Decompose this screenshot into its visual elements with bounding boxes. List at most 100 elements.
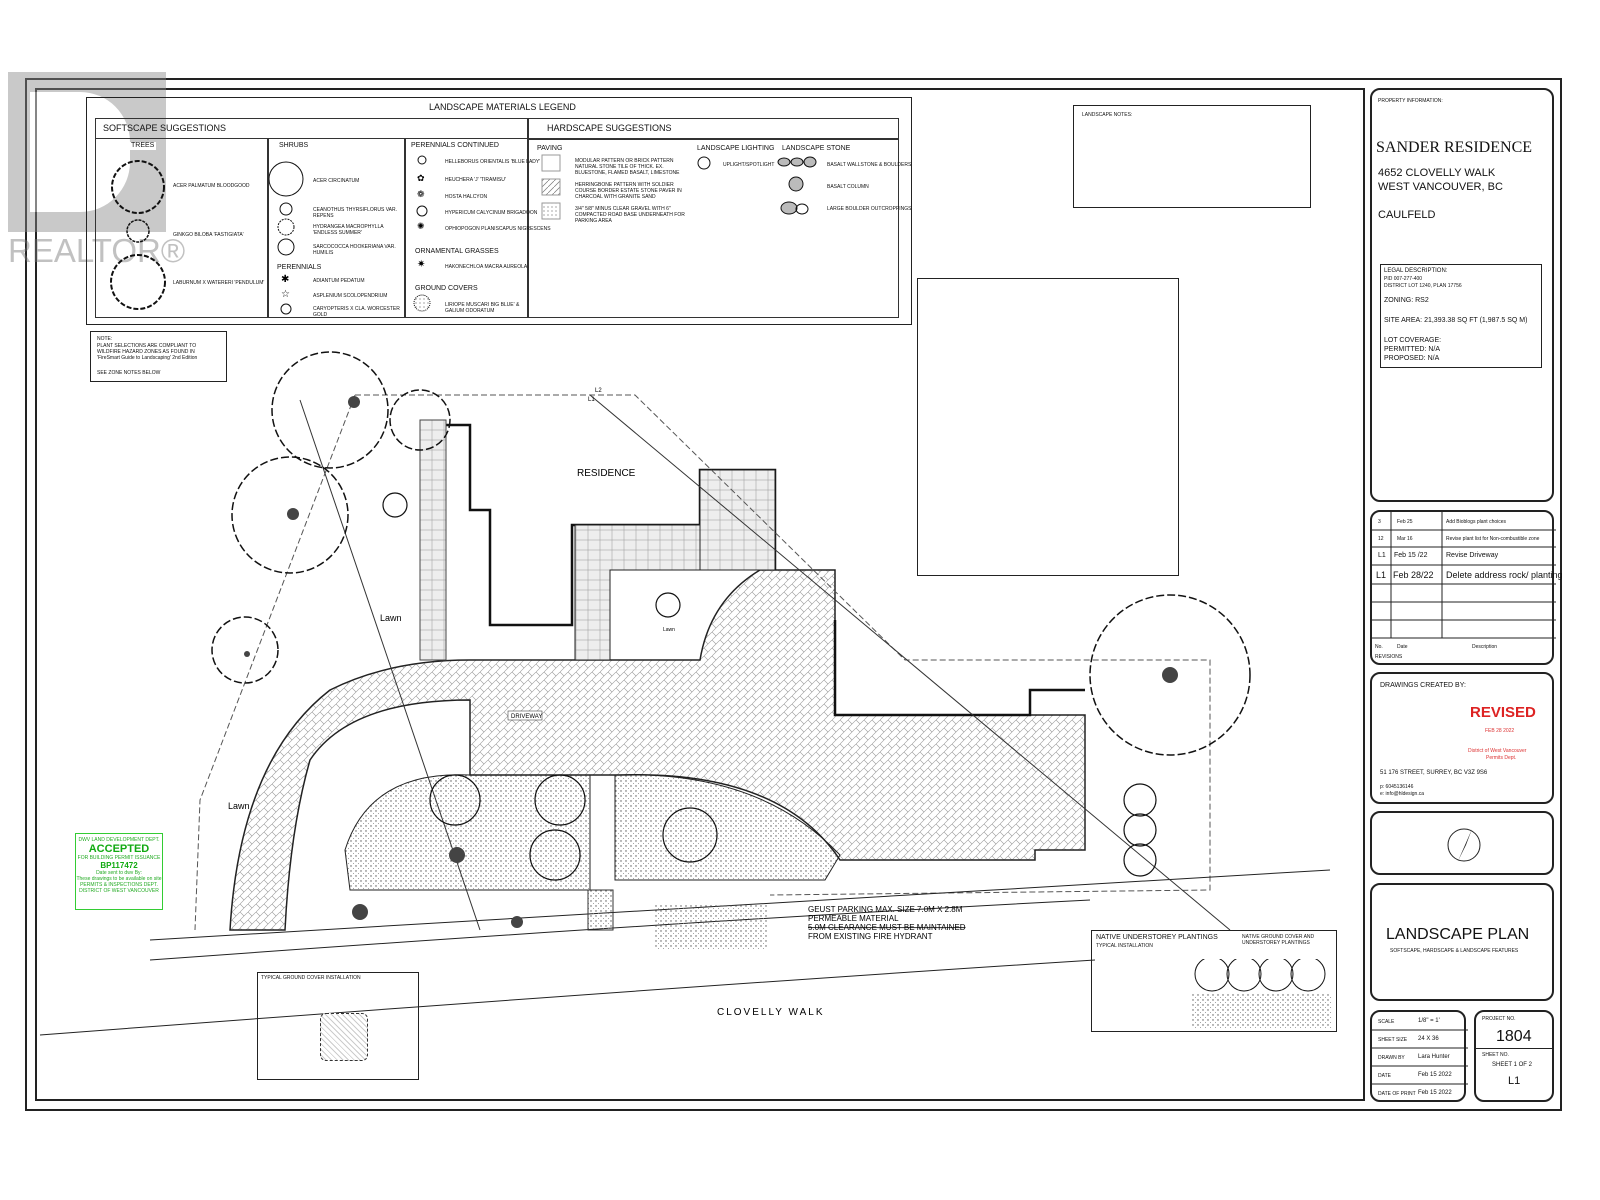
walkway bbox=[419, 419, 447, 661]
sheet-border bbox=[25, 78, 1562, 1111]
shrub-symbols bbox=[382, 492, 1157, 881]
shrub-item: SARCOCOCCA HOOKERIANA VAR. HUMILIS bbox=[313, 244, 396, 256]
revision-no: 3 bbox=[1378, 519, 1381, 525]
neighbourhood: CAULFELD bbox=[1378, 209, 1436, 221]
revisions-grid bbox=[1372, 512, 1556, 639]
perennial-item: HYPERICUM CALYCINUM BRIGADOON bbox=[445, 210, 538, 216]
lighting-header: LANDSCAPE LIGHTING bbox=[697, 145, 775, 152]
revised-date: FEB 28 2022 bbox=[1485, 728, 1515, 734]
revisions-table: 3 Feb 25 Add Bioblogs plant choices 12 M… bbox=[1370, 510, 1563, 665]
lighting-item: UPLIGHT/SPOTLIGHT bbox=[723, 162, 775, 168]
parking-note: 5.0M CLEARANCE MUST BE MAINTAINED bbox=[808, 923, 966, 932]
perennial-item: ASPLENIUM SCOLOPENDRIUM bbox=[313, 293, 388, 299]
paving-item: HERRINGBONE PATTERN WITH SOLDIER COURSE … bbox=[575, 182, 682, 200]
stamp-dept: DWV LAND DEVELOPMENT DEPT. bbox=[78, 837, 160, 843]
revision-date: Feb 25 bbox=[1397, 519, 1413, 525]
shrub-symbol-icon bbox=[277, 238, 295, 256]
flower-icon: ✿ bbox=[417, 173, 425, 183]
revision-desc: Add Bioblogs plant choices bbox=[1446, 519, 1507, 525]
property-marker: L2 bbox=[595, 388, 602, 394]
revision-no: L1 bbox=[1376, 570, 1387, 580]
parking-note: GEUST PARKING MAX. SIZE 7.0M X 2.8M bbox=[808, 905, 963, 914]
property-label: PROPERTY INFORMATION: bbox=[1378, 98, 1443, 104]
project-number: 1804 bbox=[1496, 1028, 1532, 1045]
sheet-number: SHEET 1 OF 2 bbox=[1492, 1062, 1532, 1068]
rev-no-header: No. bbox=[1375, 644, 1383, 650]
sheet-code: L1 bbox=[1508, 1075, 1521, 1087]
print-value: Feb 15 2022 bbox=[1418, 1090, 1452, 1096]
perennial-symbol-icon bbox=[417, 155, 427, 165]
perennial-symbol-icon bbox=[280, 303, 292, 315]
phone: p: 6045136146 bbox=[1380, 784, 1414, 790]
residence-name: SANDER RESIDENCE bbox=[1376, 139, 1533, 156]
native-callout: NATIVE GROUND COVER AND UNDERSTOREY PLAN… bbox=[1242, 934, 1315, 946]
created-label: DRAWINGS CREATED BY: bbox=[1380, 682, 1466, 689]
drawn-label: DRAWN BY bbox=[1378, 1055, 1405, 1061]
patio bbox=[574, 524, 701, 661]
north-arrow-icon bbox=[1447, 828, 1481, 862]
zoning: ZONING: RS2 bbox=[1384, 297, 1429, 304]
realtor-watermark: REALTOR® bbox=[8, 72, 185, 272]
revised-by: Permits Dept. bbox=[1486, 755, 1517, 761]
patio bbox=[699, 469, 776, 571]
perennial-item: ADIANTUM PEDATUM bbox=[313, 278, 365, 284]
stamp-line: These drawings to be available on site bbox=[76, 876, 162, 882]
softscape-title: SOFTSCAPE SUGGESTIONS bbox=[103, 123, 227, 133]
legal-box: LEGAL DESCRIPTION: PID 007-277-400 DISTR… bbox=[1380, 264, 1542, 368]
size-label: SHEET SIZE bbox=[1378, 1037, 1408, 1043]
guest-parking-area bbox=[655, 905, 767, 950]
scale-value: 1/8" = 1' bbox=[1418, 1018, 1440, 1024]
property-line bbox=[194, 394, 356, 931]
sheet-info-grid bbox=[1372, 1029, 1468, 1085]
project-info: PROJECT NO. 1804 SHEET NO. SHEET 1 OF 2 … bbox=[1474, 1010, 1554, 1102]
drawings-created-by: DRAWINGS CREATED BY: REVISED FEB 28 2022… bbox=[1370, 672, 1554, 804]
stone-item: BASALT WALLSTONE & BOULDERS bbox=[827, 162, 912, 168]
shrub-symbol-icon bbox=[277, 218, 295, 236]
drawing-border bbox=[35, 88, 1365, 1101]
groundcover-symbol-icon bbox=[413, 294, 431, 312]
size-value: 24 X 36 bbox=[1418, 1036, 1439, 1042]
street-edge bbox=[39, 959, 1096, 1036]
landscape-notes-label: LANDSCAPE NOTES: bbox=[1082, 112, 1133, 118]
groundcover-detail: TYPICAL GROUND COVER INSTALLATION bbox=[257, 972, 419, 1080]
paving-item: 3/4" 5/8" MINUS CLEAR GRAVEL WITH 6" COM… bbox=[575, 206, 685, 224]
revision-date: Feb 15 /22 bbox=[1394, 552, 1428, 559]
shrub-item: HYDRANGEA MACROPHYLLA 'ENDLESS SUMMER' bbox=[313, 224, 384, 236]
paving-swatch bbox=[541, 202, 561, 220]
groundcovers-header: GROUND COVERS bbox=[415, 285, 478, 292]
revisions-label: REVISIONS bbox=[1375, 654, 1403, 660]
planting-bed bbox=[344, 774, 591, 891]
sheet-title: LANDSCAPE PLAN bbox=[1386, 926, 1530, 943]
stone-item: LARGE BOULDER OUTCROPPINGS bbox=[827, 206, 912, 212]
native-subtitle: TYPICAL INSTALLATION bbox=[1096, 943, 1153, 949]
stamp-line: PERMITS & INSPECTIONS DEPT. bbox=[80, 882, 158, 888]
property-line bbox=[355, 394, 1211, 896]
native-planting-detail: NATIVE UNDERSTOREY PLANTINGS TYPICAL INS… bbox=[1091, 930, 1337, 1032]
tree-item: LABURNUM X WATERERI 'PENDULUM' bbox=[173, 280, 265, 286]
sheet-title-box: LANDSCAPE PLAN SOFTSCAPE, HARDSCAPE & LA… bbox=[1370, 883, 1554, 1001]
proposed: PROPOSED: N/A bbox=[1384, 355, 1440, 362]
stamp-line: DISTRICT OF WEST VANCOUVER bbox=[79, 888, 159, 894]
date-value: Feb 15 2022 bbox=[1418, 1072, 1452, 1078]
revision-date: Mar 16 bbox=[1397, 536, 1413, 542]
note-line: WILDFIRE HAZARD ZONES AS FOUND IN bbox=[97, 349, 195, 355]
grass-tuft-icon: ✺ bbox=[417, 221, 425, 231]
stone-item: BASALT COLUMN bbox=[827, 184, 869, 190]
stone-symbol-icon bbox=[777, 156, 817, 215]
revision-desc: Delete address rock/ planting bbox=[1446, 570, 1563, 580]
hardscape-title: HARDSCAPE SUGGESTIONS bbox=[547, 123, 672, 133]
office-address: 51 176 STREET, SURREY, BC V3Z 9S6 bbox=[1380, 770, 1488, 776]
parking-note: FROM EXISTING FIRE HYDRANT bbox=[808, 932, 933, 941]
perennial-item: OPHIOPOGON PLANISCAPUS NIGRESCENS bbox=[445, 226, 551, 232]
ornamental-grass-icon: ✷ bbox=[417, 259, 425, 270]
stamp-status: ACCEPTED bbox=[88, 843, 150, 855]
accepted-stamp: DWV LAND DEVELOPMENT DEPT. ACCEPTED FOR … bbox=[75, 833, 163, 910]
native-title: NATIVE UNDERSTOREY PLANTINGS bbox=[1096, 934, 1218, 941]
grasses-header: ORNAMENTAL GRASSES bbox=[415, 248, 499, 255]
site-plan: RESIDENCE Lawn Lawn Lawn DRIVEWAY CLOVEL… bbox=[39, 351, 1331, 1036]
leader-line bbox=[589, 394, 1231, 931]
tree-symbol-icon bbox=[111, 160, 165, 214]
revision-no: 12 bbox=[1378, 536, 1384, 542]
perennials-cont-header: PERENNIALS continued bbox=[411, 142, 499, 149]
pid: PID 007-277-400 bbox=[1384, 276, 1423, 282]
